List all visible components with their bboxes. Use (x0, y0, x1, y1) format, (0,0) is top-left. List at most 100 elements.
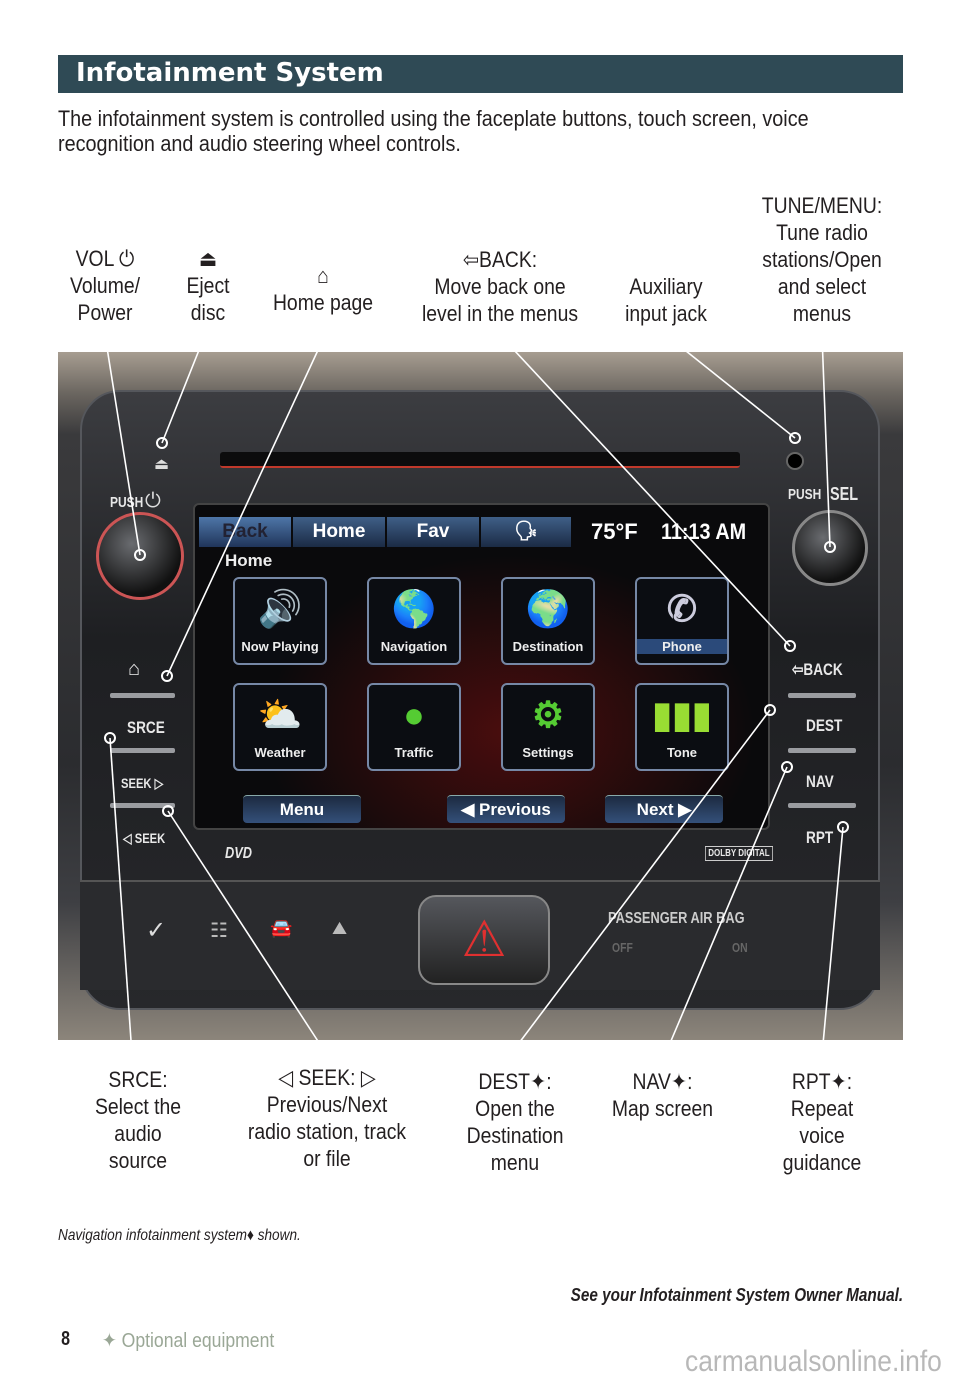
callout-desc: Map screen (611, 1096, 714, 1121)
page-title: Home (225, 551, 273, 570)
tile-navigation[interactable]: 🌎Navigation (367, 577, 461, 665)
page-number: 8 (61, 1328, 71, 1350)
aux-jack[interactable] (786, 452, 804, 470)
weather-icon: ⛅ (257, 694, 303, 735)
figure-caption: Navigation infotainment system♦ shown. (58, 1227, 301, 1244)
traction-icon[interactable]: ⛰ (332, 918, 348, 938)
callout-srce: SRCE: Select the audio source (76, 1066, 199, 1174)
callout-title: RPT✦: (791, 1069, 853, 1094)
seek-next-button[interactable]: SEEK ▷ (121, 775, 164, 791)
callout-desc: Select the audio source (94, 1094, 182, 1173)
callout-title: Eject (186, 273, 230, 298)
dest-button[interactable]: DEST (806, 716, 843, 735)
callout-desc: Repeat voice guidance (782, 1096, 862, 1175)
globe-icon: 🌎 (391, 588, 437, 629)
callout-desc: disc (190, 300, 226, 325)
callout-title: DEST✦: (478, 1069, 552, 1094)
srce-button[interactable]: SRCE (127, 718, 165, 737)
globe-pin-icon: 🌍 (525, 588, 571, 629)
seek-prev-button[interactable]: ◁ SEEK (123, 830, 166, 846)
list-icon[interactable]: ☷ (210, 920, 228, 942)
airbag-label: PASSENGER AIR BAG (608, 910, 745, 927)
tile-destination[interactable]: 🌍 Destination (501, 577, 595, 665)
sel-label: SEL (830, 484, 859, 504)
tile-label: Phone (637, 639, 727, 654)
tile-label: Tone (666, 745, 698, 760)
see-manual-note: See your Infotainment System Owner Manua… (570, 1285, 903, 1305)
voice-button[interactable]: 🗣 (481, 517, 571, 547)
divider (788, 693, 856, 698)
eject-icon: ⏏ (198, 246, 218, 271)
callout-vol: VOL ⏻ Volume/ Power (61, 245, 149, 326)
tile-tone[interactable]: ▮▮▮ Tone (635, 683, 729, 771)
callout-desc: Previous/Next radio station, track or fi… (247, 1092, 407, 1171)
callout-aux: Auxiliary input jack (613, 273, 719, 327)
watermark: carmanualsonline.info (685, 1345, 942, 1378)
tab-back[interactable]: Back (199, 517, 291, 547)
tile-label: Traffic (394, 745, 434, 760)
callout-title: NAV✦: (632, 1069, 693, 1094)
divider (788, 803, 856, 808)
home-icon: ⌂ (317, 263, 329, 288)
optional-equipment-note: ✦ Optional equipment (102, 1330, 275, 1352)
back-button[interactable]: ⇦BACK (792, 660, 843, 679)
callout-desc: Move back one level in the menus (421, 274, 579, 326)
traffic-light-icon: ● (403, 694, 425, 735)
tile-traffic[interactable]: ● Traffic (367, 683, 461, 771)
callout-title: VOL (75, 246, 114, 271)
menu-button[interactable]: Menu (243, 795, 361, 823)
clock: 11:13 AM (661, 519, 747, 544)
callout-seek: ◁ SEEK: ▷ Previous/Next radio station, t… (243, 1064, 410, 1172)
push-label: PUSH (110, 494, 144, 511)
callout-eject: ⏏ Eject disc (173, 245, 243, 326)
rpt-button[interactable]: RPT (806, 828, 834, 847)
tile-label: Settings (522, 745, 574, 760)
hazard-button[interactable]: ⚠ (418, 895, 550, 985)
dolby-logo: DOLBY DIGITAL (705, 846, 773, 861)
seek-next-icon: ▷ (360, 1065, 376, 1090)
volume-knob[interactable] (96, 512, 184, 600)
divider (788, 748, 856, 753)
driver-info-icon[interactable]: 🚘 (270, 918, 293, 938)
tile-phone[interactable]: ✆Phone (635, 577, 729, 665)
back-arrow-icon: ⇦ (462, 247, 480, 272)
callout-title: Home page (272, 290, 374, 315)
callout-title: TUNE/MENU: (761, 193, 883, 218)
power-icon: ⏻ (119, 246, 135, 271)
callout-home: ⌂ Home page (266, 262, 380, 316)
seek-prev-icon: ◁ (278, 1065, 294, 1090)
hazard-triangle-icon: ⚠ (461, 911, 507, 967)
airbag-on: ON (732, 940, 748, 955)
tab-home[interactable]: Home (293, 517, 385, 547)
tile-weather[interactable]: ⛅ Weather (233, 683, 327, 771)
callout-nav: NAV✦: Map screen (608, 1068, 718, 1122)
callout-title: BACK: (479, 247, 538, 272)
check-icon[interactable]: ✓ (146, 917, 167, 944)
section-header: Infotainment System (58, 55, 903, 93)
home-button[interactable]: ⌂ (128, 658, 141, 680)
power-icon: ⏻ (145, 490, 161, 512)
tab-fav[interactable]: Fav (387, 517, 479, 547)
speaker-icon: 🔊 (257, 588, 303, 629)
tune-knob[interactable] (792, 510, 868, 586)
callout-desc: Volume/ Power (70, 273, 140, 325)
gears-icon: ⚙ (531, 694, 565, 735)
equalizer-icon: ▮▮▮ (652, 694, 712, 735)
tile-label: Weather (254, 745, 306, 760)
callout-desc: Open the Destination menu (466, 1096, 564, 1175)
callout-back: ⇦BACK: Move back one level in the menus (421, 246, 579, 327)
divider (110, 803, 175, 808)
callout-rpt: RPT✦: Repeat voice guidance (760, 1068, 883, 1176)
eject-button-icon[interactable]: ⏏ (154, 456, 170, 473)
tile-label: Destination (512, 639, 584, 654)
nav-button[interactable]: NAV (806, 772, 834, 791)
divider (110, 693, 175, 698)
callout-title: SRCE: (108, 1067, 168, 1092)
tile-now-playing[interactable]: 🔊Now Playing (233, 577, 327, 665)
callout-desc: input jack (625, 301, 707, 326)
previous-button[interactable]: ◀ Previous (447, 795, 565, 823)
next-button[interactable]: Next ▶ (605, 795, 723, 823)
tile-settings[interactable]: ⚙ Settings (501, 683, 595, 771)
cd-slot[interactable] (220, 452, 740, 468)
voice-icon: 🗣 (513, 521, 539, 542)
